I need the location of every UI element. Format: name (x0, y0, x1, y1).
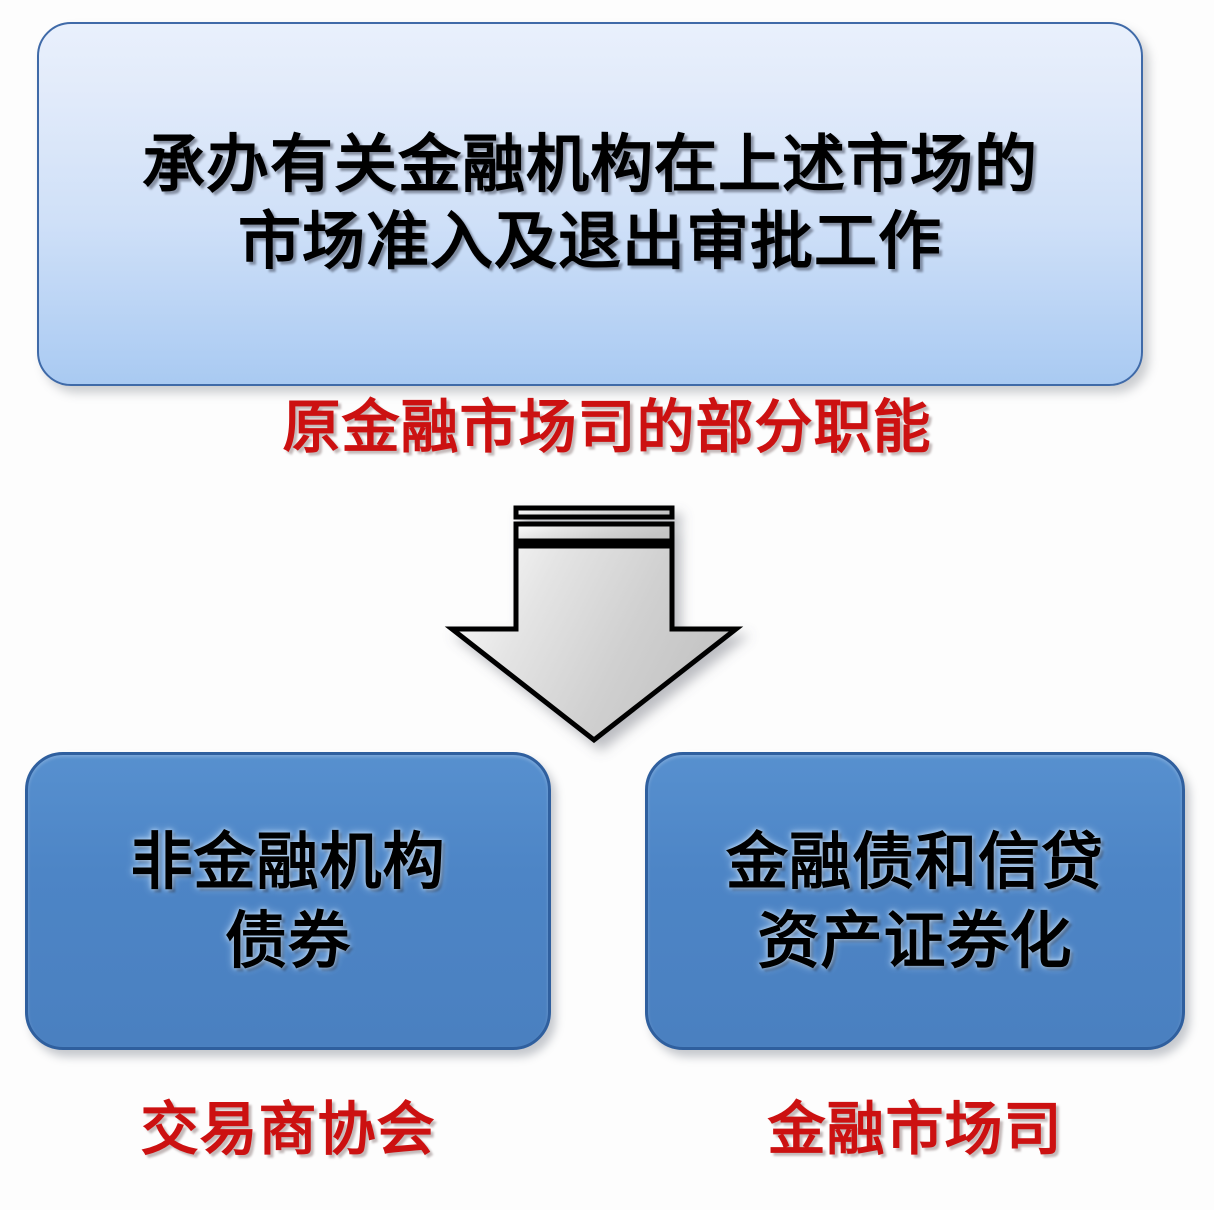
branch-label-left: 交易商协会 (140, 1095, 436, 1163)
title-box-text: 承办有关金融机构在上述市场的 市场准入及退出审批工作 (142, 128, 1038, 278)
down-arrow-icon (438, 498, 758, 753)
branch-box-right-text: 金融债和信贷 资产证券化 (725, 824, 1104, 977)
title-box: 承办有关金融机构在上述市场的 市场准入及退出审批工作 (37, 22, 1143, 386)
branch-box-left: 非金融机构 债券 (25, 752, 551, 1050)
source-caption: 原金融市场司的部分职能 (282, 393, 932, 461)
branch-box-right: 金融债和信贷 资产证券化 (645, 752, 1185, 1050)
branch-box-left-text: 非金融机构 债券 (130, 824, 446, 977)
branch-label-right: 金融市场司 (767, 1095, 1063, 1163)
